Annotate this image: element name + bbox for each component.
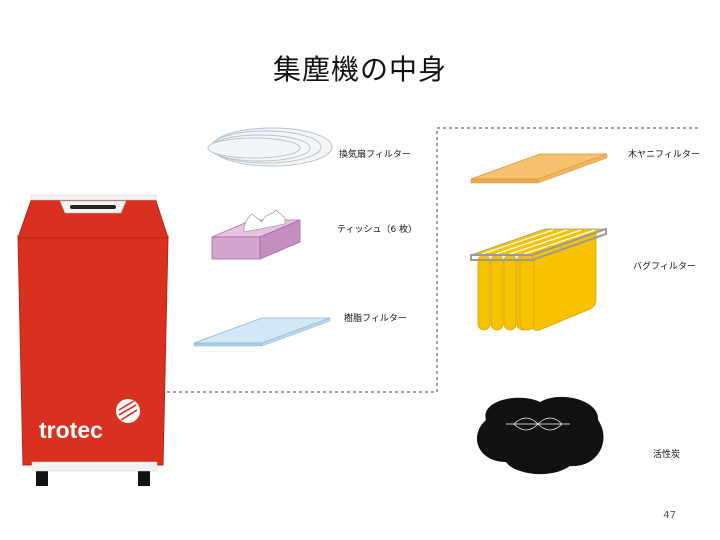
page-number: 47 (663, 510, 676, 521)
label-activated-carbon: 活性炭 (653, 450, 681, 460)
label-wood-filter: 木ヤニフィルター (628, 150, 700, 160)
dust-collector-machine: trotec (17, 194, 169, 486)
dashed-connector (107, 127, 700, 393)
trotec-logo-icon (116, 399, 140, 423)
machine-brand-text: trotec (39, 417, 103, 443)
slide-title: 集塵機の中身 (272, 53, 447, 86)
exhaust-filter-illustration (207, 127, 333, 167)
label-resin-filter: 樹脂フィルター (344, 314, 407, 324)
wood-filter-illustration (470, 153, 608, 184)
resin-filter-illustration (193, 317, 331, 347)
label-bag-filter: バグフィルター (633, 262, 696, 272)
label-exhaust-filter: 換気扇フィルター (339, 150, 411, 160)
label-tissue: ティッシュ（6 枚） (337, 225, 418, 235)
tissue-box-illustration (211, 209, 301, 260)
activated-carbon-illustration (476, 396, 604, 475)
bag-filter-illustration (470, 227, 607, 331)
